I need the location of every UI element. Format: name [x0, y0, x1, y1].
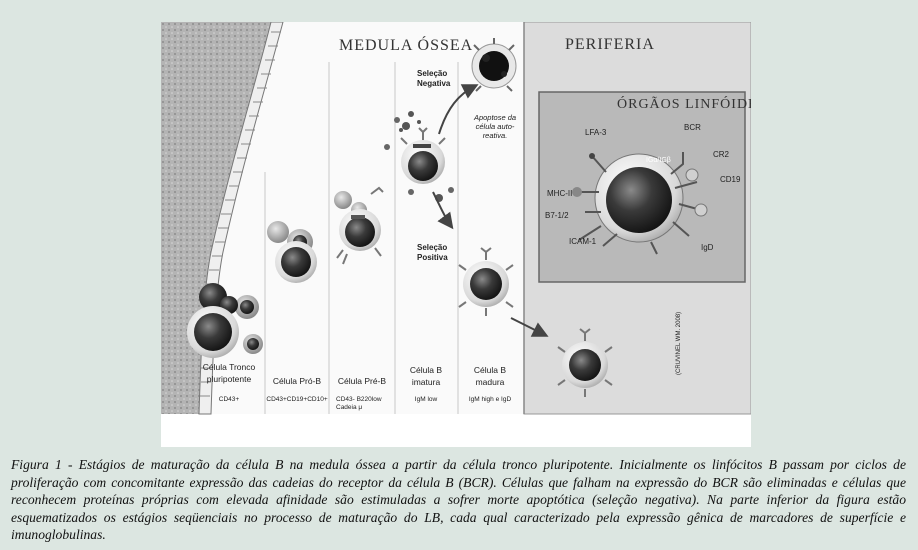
lymphoid-b-cell	[572, 152, 708, 255]
pre-b-cell	[334, 186, 384, 265]
marker-icam1: ICAM-1	[569, 237, 597, 246]
marker-b7: B7-1/2	[545, 211, 569, 220]
pro-b-cells	[267, 221, 317, 283]
stage-stem-markers: CD43+	[219, 396, 240, 403]
stem-cell-cluster	[187, 283, 263, 358]
figure-caption: Figura 1 - Estágios de maturação da célu…	[11, 457, 906, 542]
periphery-arrow	[510, 317, 549, 337]
marker-mhc2: MHC-II	[547, 189, 572, 198]
marker-ig: IGα/IGβ	[646, 157, 671, 164]
stage-preb-name: Célula Pré-B	[338, 376, 387, 386]
stage-labels: Célula Tronco pluripotente CD43+ Célula …	[203, 362, 512, 411]
marker-igd: IgD	[701, 243, 714, 252]
marker-bcr: BCR	[684, 123, 701, 132]
marker-lfa3: LFA-3	[585, 128, 607, 137]
apoptotic-cell	[471, 38, 517, 92]
stage-immature-name-1: Célula B	[410, 365, 442, 375]
stage-mature-name-2: madura	[476, 377, 505, 387]
positive-selection-arrow	[432, 191, 454, 230]
stage-preb-markers-1: CD43- B220low	[336, 396, 382, 403]
apoptosis-label-2: célula auto-	[476, 122, 515, 131]
b-cell-maturation-figure: MEDULA ÓSSEA PERIFERIA ÓRGÃOS LINFÓIDES	[161, 22, 751, 447]
negative-selection-label-2: Negativa	[417, 79, 451, 88]
stage-prob-name: Célula Pró-B	[273, 376, 322, 386]
stage-preb-markers-2: Cadeia μ	[336, 404, 362, 411]
marker-cr2: CR2	[713, 150, 730, 159]
apoptosis-label-3: reativa.	[483, 131, 508, 140]
stage-mature-markers: IgM high e IgD	[469, 396, 512, 403]
figure-credit: (CRUVINEL WM. 2008)	[676, 312, 682, 375]
lymphoid-organs-title: ÓRGÃOS LINFÓIDES	[617, 95, 751, 112]
stage-immature-markers: IgM low	[415, 396, 438, 403]
stage-prob-markers: CD43+CD19+CD10+	[266, 396, 327, 403]
positive-selection-label-2: Positiva	[417, 253, 448, 262]
debris	[399, 111, 421, 132]
peripheral-mature-b-cell	[557, 328, 613, 397]
negative-selection-label-1: Seleção	[417, 69, 447, 78]
stage-stem-name-2: pluripotente	[207, 374, 252, 384]
immature-b-cell	[384, 117, 454, 202]
positive-selection-label-1: Seleção	[417, 243, 447, 252]
stage-mature-name-1: Célula B	[474, 365, 506, 375]
bone-marrow-title: MEDULA ÓSSEA	[339, 35, 473, 54]
negative-selection-arrow	[438, 84, 479, 135]
stage-immature-name-2: imatura	[412, 377, 441, 387]
periphery-title: PERIFERIA	[565, 36, 655, 53]
endosteum-band	[198, 22, 284, 415]
stage-stem-name-1: Célula Tronco	[203, 362, 256, 372]
bone-tissue	[161, 22, 271, 414]
mature-b-cell	[458, 247, 514, 316]
apoptosis-label-1: Apoptose da	[473, 113, 516, 122]
marker-cd19: CD19	[720, 175, 741, 184]
